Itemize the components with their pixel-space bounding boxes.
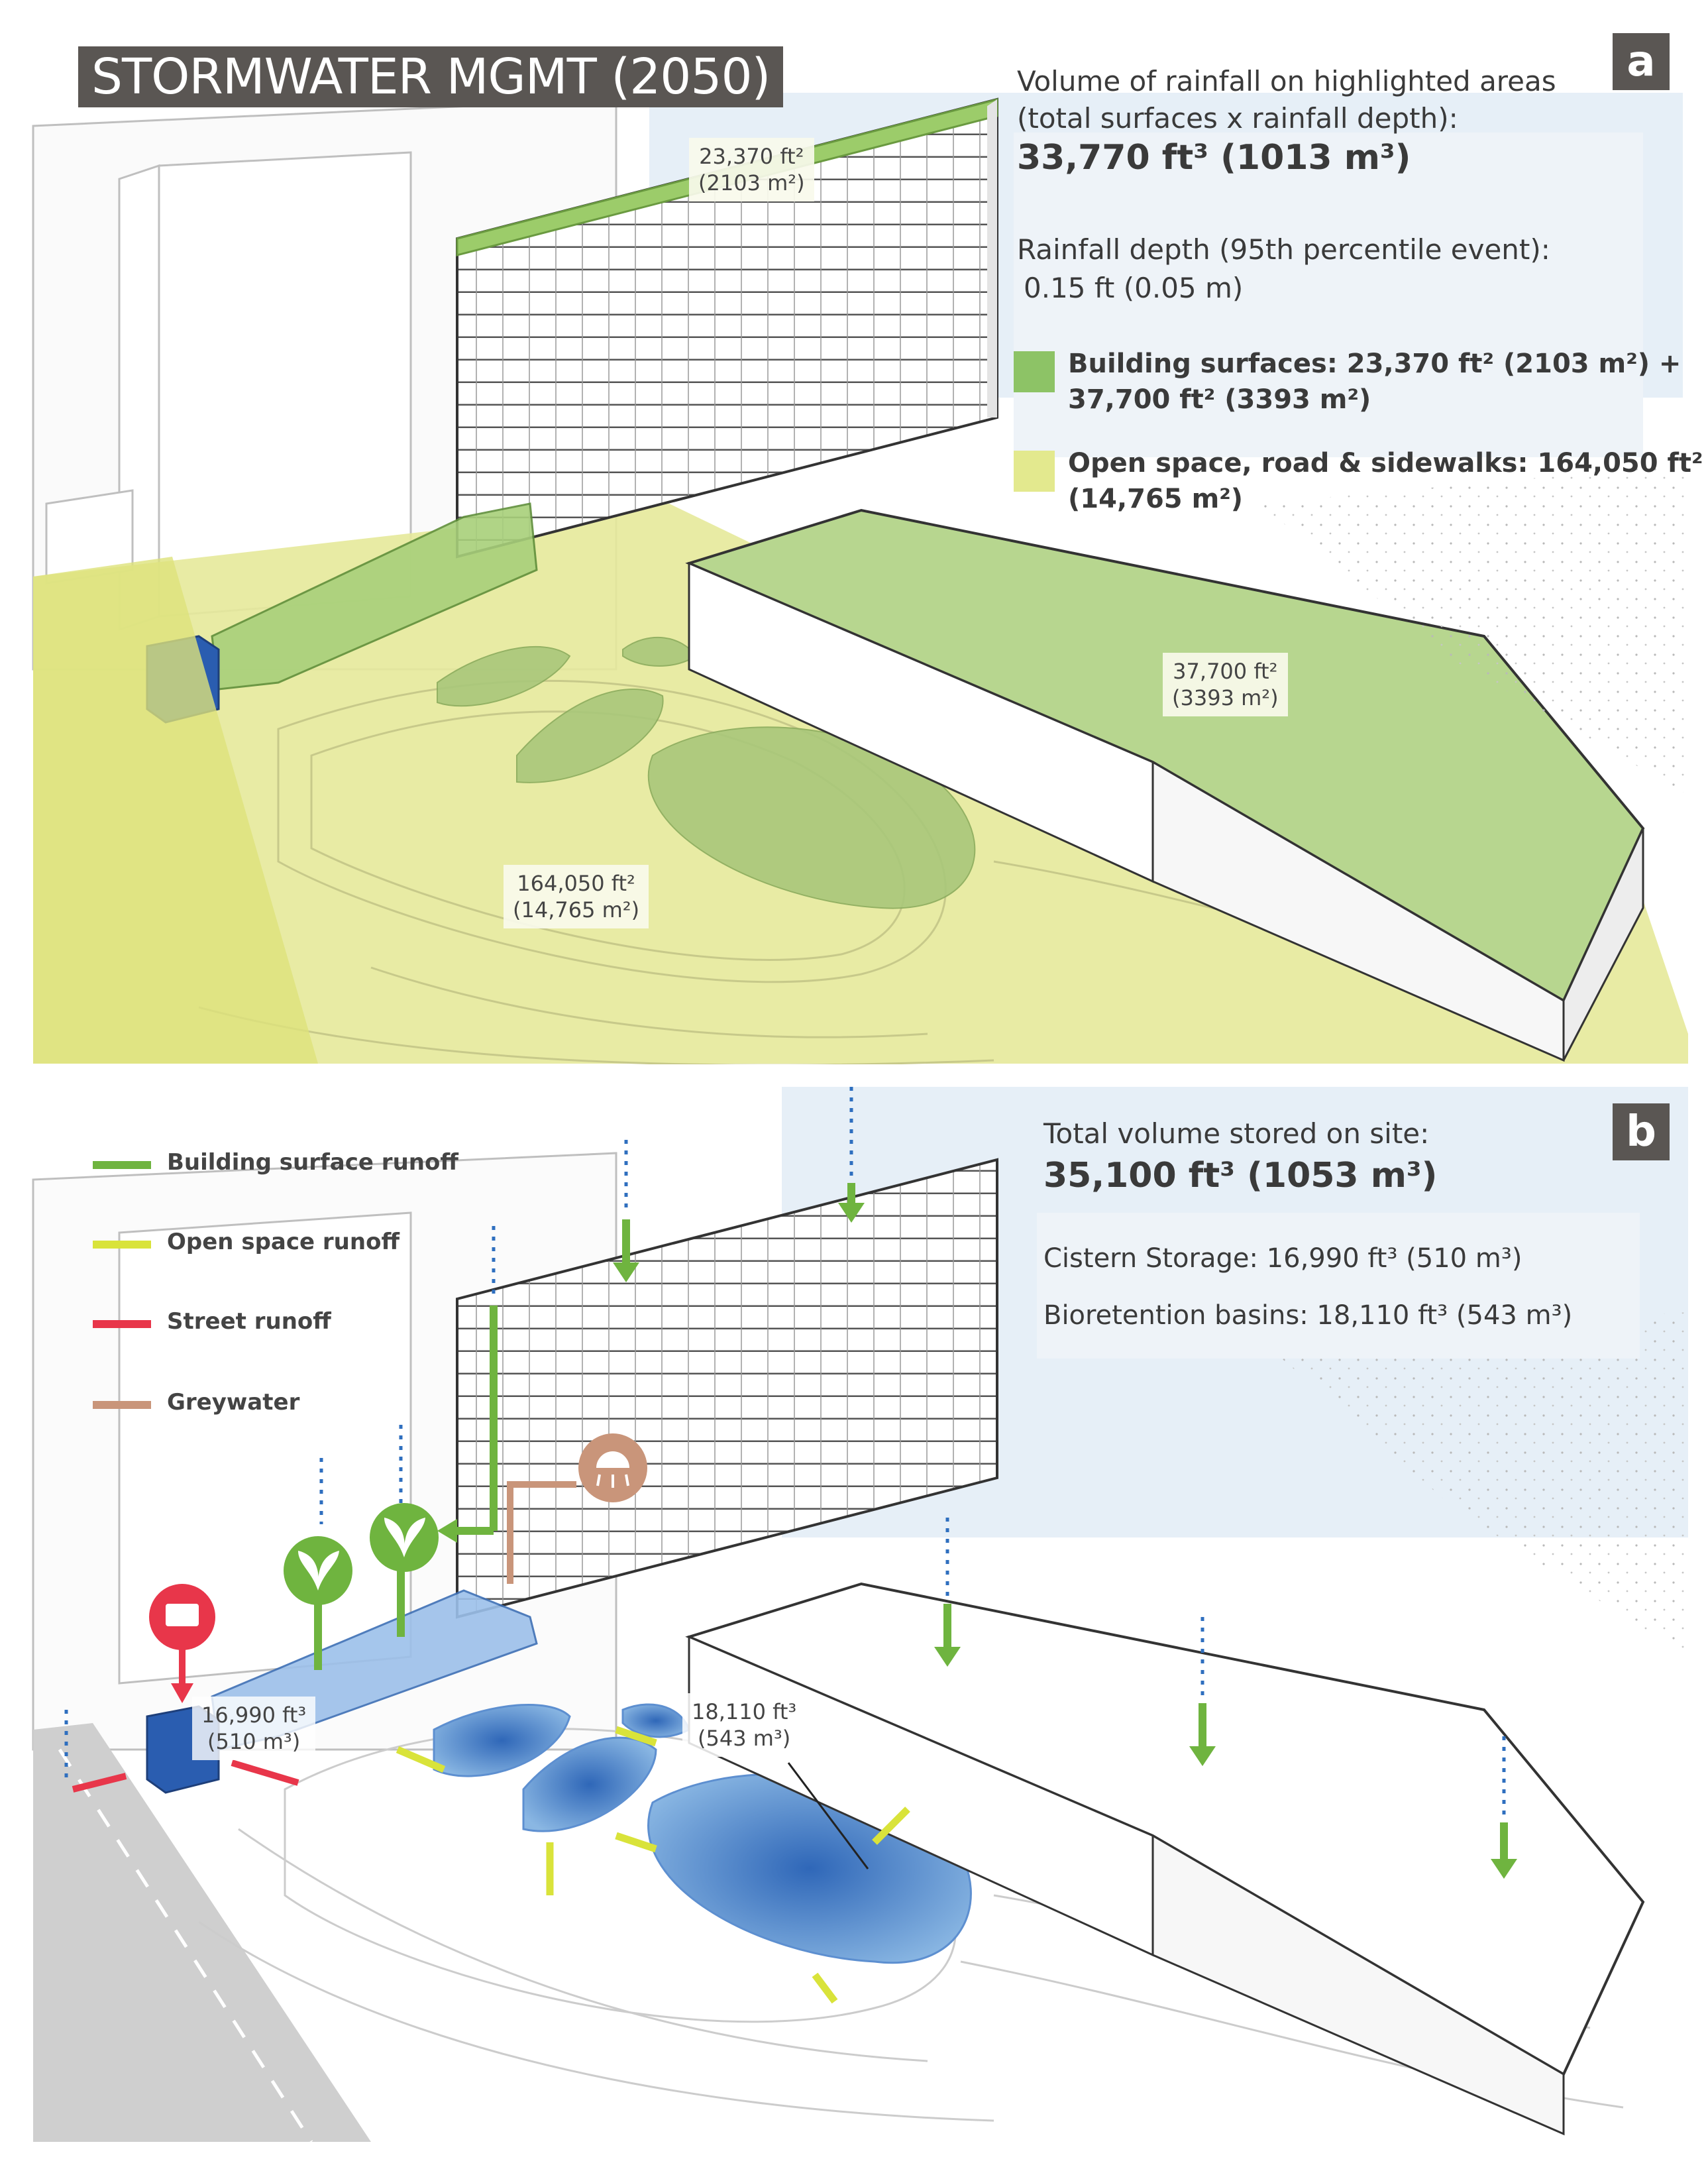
panel-a-info-bg	[1014, 133, 1643, 457]
legend-street-runoff: Street runoff	[167, 1308, 331, 1335]
bioretention-volume-line-1: 18,110 ft³	[692, 1699, 797, 1724]
rain-drop-icon	[64, 1087, 1506, 1816]
low-building-area-line-2: (3393 m²)	[1172, 685, 1279, 710]
legend-greywater: Greywater	[167, 1389, 300, 1416]
panel-a-letter: a	[1613, 33, 1670, 90]
total-volume-value: 35,100 ft³ (1053 m³)	[1043, 1156, 1438, 1196]
panel-b-info-bg	[1037, 1213, 1640, 1359]
low-building-a	[685, 508, 1645, 1062]
depth-heading: Rainfall depth (95th percentile event):	[1017, 233, 1550, 266]
panel-a-scene	[32, 93, 1688, 1066]
legend-greywater-line	[93, 1401, 151, 1409]
tower-roof-area-line-2: (2103 m²)	[698, 170, 805, 195]
bioretention-text: Bioretention basins: 18,110 ft³ (543 m³)	[1043, 1300, 1573, 1331]
building-surfaces-swatch	[1014, 351, 1055, 392]
volume-heading-line-2: (total surfaces x rainfall depth):	[1017, 102, 1458, 135]
legend-open-space: Open space, road & sidewalks: 164,050 ft…	[1068, 445, 1703, 517]
low-building-area-label: 37,700 ft² (3393 m²)	[1163, 653, 1288, 716]
open-space-area-line-1: 164,050 ft²	[517, 871, 635, 896]
open-space-area-label: 164,050 ft² (14,765 m²)	[504, 865, 649, 928]
open-space-runoff-arrows	[396, 1726, 910, 2004]
legend-open-space-line-1: Open space, road & sidewalks: 164,050 ft…	[1068, 448, 1703, 478]
cistern-volume-line-1: 16,990 ft³	[201, 1702, 307, 1728]
cistern-volume-label: 16,990 ft³ (510 m³)	[192, 1697, 316, 1760]
legend-building-runoff: Building surface runoff	[167, 1149, 458, 1176]
volume-heading-line-1: Volume of rainfall on highlighted areas	[1017, 65, 1556, 97]
volume-value: 33,770 ft³ (1013 m³)	[1017, 138, 1411, 178]
low-building-area-line-1: 37,700 ft²	[1173, 659, 1278, 684]
legend-open-space-runoff: Open space runoff	[167, 1229, 400, 1255]
tower-building-b	[456, 1158, 998, 1619]
legend-building-line-2: 37,700 ft² (3393 m²)	[1068, 384, 1371, 415]
cistern-volume-line-2: (510 m³)	[207, 1729, 301, 1754]
street-runoff-arrows	[72, 1644, 299, 1793]
plant-icon	[284, 1503, 439, 1605]
volume-heading: Volume of rainfall on highlighted areas …	[1017, 63, 1556, 137]
tower-roof-area-label: 23,370 ft² (2103 m²)	[689, 138, 814, 201]
page-title: STORMWATER MGMT (2050)	[78, 46, 784, 107]
total-volume-heading: Total volume stored on site:	[1043, 1117, 1430, 1150]
greywater-pipe	[507, 1481, 576, 1584]
tower-roof-area-line-1: 23,370 ft²	[699, 144, 804, 169]
legend-open-space-line-2: (14,765 m²)	[1068, 484, 1244, 514]
bioretention-volume-label: 18,110 ft³ (543 m³)	[682, 1693, 806, 1757]
legend-building-line-1: Building surfaces: 23,370 ft² (2103 m²) …	[1068, 349, 1681, 379]
panel-b-scene	[32, 1087, 1688, 2143]
panel-b-letter: b	[1613, 1103, 1670, 1160]
cistern-storage-text: Cistern Storage: 16,990 ft³ (510 m³)	[1043, 1243, 1522, 1274]
legend-building-runoff-line	[93, 1161, 151, 1169]
shower-icon	[578, 1433, 647, 1502]
bioretention-volume-line-2: (543 m³)	[698, 1726, 791, 1751]
open-space-area-line-2: (14,765 m²)	[513, 897, 640, 922]
legend-open-space-runoff-line	[93, 1241, 151, 1249]
street	[33, 1723, 371, 2142]
depth-value: 0.15 ft (0.05 m)	[1024, 272, 1244, 304]
legend-building-surfaces: Building surfaces: 23,370 ft² (2103 m²) …	[1068, 346, 1681, 418]
pump-icon	[149, 1584, 215, 1650]
legend-street-runoff-line	[93, 1320, 151, 1328]
open-space-swatch	[1014, 451, 1055, 492]
